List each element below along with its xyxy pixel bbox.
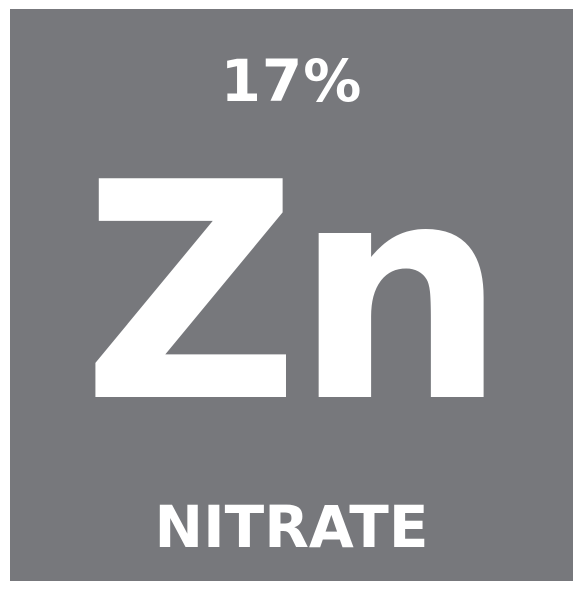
- compound-name: NITRATE: [154, 493, 429, 561]
- element-tile: 17% Zn NITRATE: [10, 9, 573, 581]
- element-symbol: Zn: [81, 119, 507, 468]
- percentage-label: 17%: [220, 47, 363, 115]
